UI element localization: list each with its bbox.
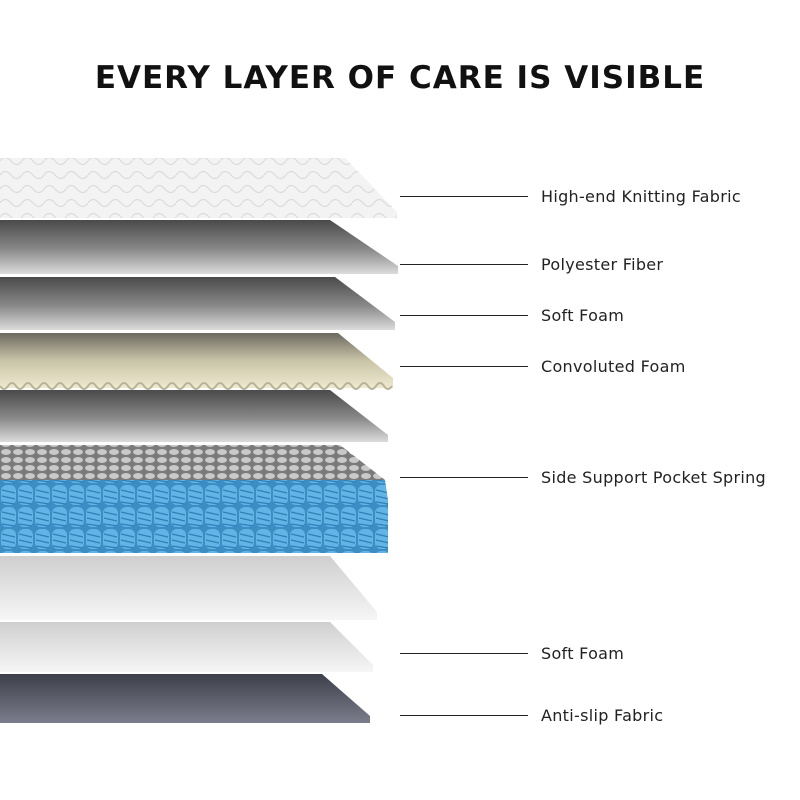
layer-foam-middle — [0, 390, 388, 442]
callout-anti-slip-fabric: Anti-slip Fabric — [400, 705, 663, 725]
layer-soft-foam-bottom — [0, 622, 373, 672]
leader-line — [400, 652, 528, 654]
leader-line — [400, 263, 528, 265]
callout-knitting-fabric: High-end Knitting Fabric — [400, 186, 741, 206]
layer-label: Polyester Fiber — [541, 254, 664, 274]
layer-label: High-end Knitting Fabric — [541, 186, 741, 206]
callout-polyester-fiber: Polyester Fiber — [400, 254, 663, 274]
layer-label: Anti-slip Fabric — [541, 705, 664, 725]
layer-label: Side Support Pocket Spring — [541, 467, 767, 487]
layer-soft-foam-top — [0, 277, 395, 330]
layer-spring-top — [0, 445, 385, 480]
layer-label: Soft Foam — [541, 305, 625, 325]
callout-soft-foam-bottom: Soft Foam — [400, 643, 624, 663]
callout-pocket-spring: Side Support Pocket Spring — [400, 467, 766, 487]
callout-convoluted-foam: Convoluted Foam — [400, 356, 686, 376]
leader-line — [400, 365, 528, 367]
layer-anti-slip-fabric — [0, 674, 370, 723]
leader-line — [400, 314, 528, 316]
page-title: EVERY LAYER OF CARE IS VISIBLE — [94, 60, 706, 96]
layer-label: Soft Foam — [541, 643, 625, 663]
layer-pocket-spring — [0, 480, 388, 553]
leader-line — [400, 714, 528, 716]
leader-line — [400, 476, 528, 478]
leader-line — [400, 195, 528, 197]
layer-knitting-fabric — [0, 158, 397, 218]
layer-label: Convoluted Foam — [541, 356, 686, 376]
layer-convoluted-foam — [0, 333, 393, 388]
layer-foam-lower — [0, 556, 377, 620]
layer-polyester-fiber — [0, 220, 398, 274]
callout-soft-foam-top: Soft Foam — [400, 305, 624, 325]
